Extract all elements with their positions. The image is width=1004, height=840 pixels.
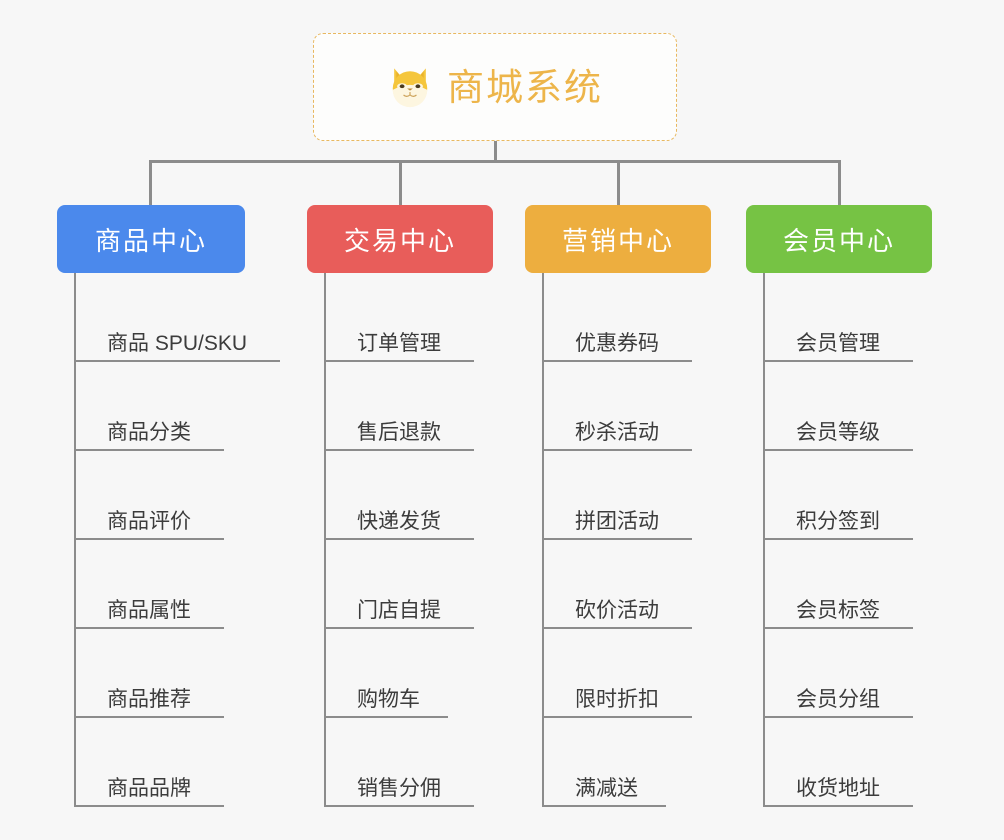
connector-drop-3 [617, 160, 620, 205]
branch-item[interactable]: 快递发货 [324, 451, 474, 540]
connector-drop-2 [399, 160, 402, 205]
branch-item[interactable]: 购物车 [324, 629, 448, 718]
connector-stem [494, 141, 497, 162]
branch-header[interactable]: 营销中心 [525, 205, 711, 273]
branch-items: 优惠券码秒杀活动拼团活动砍价活动限时折扣满减送 [542, 273, 711, 807]
branch-items: 订单管理售后退款快递发货门店自提购物车销售分佣 [324, 273, 493, 807]
branch-item[interactable]: 售后退款 [324, 362, 474, 451]
branch-items: 商品 SPU/SKU 商品分类商品评价商品属性商品推荐商品品牌 [74, 273, 280, 807]
branch-header-label: 交易中心 [343, 225, 456, 256]
connector-bus [149, 160, 841, 163]
branch-item[interactable]: 限时折扣 [542, 629, 692, 718]
branch-header-label: 商品中心 [94, 225, 207, 256]
shiba-dog-icon [392, 68, 428, 108]
branch-item-label: 收货地址 [796, 777, 880, 800]
branch-item-label: 商品分类 [107, 421, 191, 444]
branch-item-label: 优惠券码 [575, 332, 659, 355]
branch-item-label: 限时折扣 [575, 688, 659, 711]
branch-item[interactable]: 会员分组 [763, 629, 913, 718]
branch-item-label: 商品属性 [107, 599, 191, 622]
connector-drop-4 [838, 160, 841, 205]
branch-item-label: 门店自提 [357, 599, 441, 622]
branch-item[interactable]: 秒杀活动 [542, 362, 692, 451]
branch-item[interactable]: 商品 SPU/SKU [74, 273, 280, 362]
branch-column: 商品中心商品 SPU/SKU 商品分类商品评价商品属性商品推荐商品品牌 [57, 205, 280, 807]
branch-trunk-line [324, 273, 326, 807]
branch-item-label: 商品品牌 [107, 777, 191, 800]
connector-drop-1 [149, 160, 152, 205]
branch-item[interactable]: 商品分类 [74, 362, 224, 451]
branch-column: 会员中心会员管理会员等级积分签到会员标签会员分组收货地址 [746, 205, 932, 807]
branch-item-label: 会员分组 [796, 688, 880, 711]
branch-item-label: 积分签到 [796, 510, 880, 533]
branch-trunk-line [74, 273, 76, 807]
branch-trunk-line [542, 273, 544, 807]
branch-item[interactable]: 销售分佣 [324, 718, 474, 807]
branch-item-label: 商品推荐 [107, 688, 191, 711]
branch-item-label: 商品 SPU/SKU [107, 332, 248, 355]
branch-item[interactable]: 门店自提 [324, 540, 474, 629]
branch-item[interactable]: 收货地址 [763, 718, 913, 807]
branch-item-label: 购物车 [357, 688, 420, 711]
branch-item-label: 会员管理 [796, 332, 880, 355]
branch-item[interactable]: 积分签到 [763, 451, 913, 540]
branch-item-label: 拼团活动 [575, 510, 659, 533]
branch-item-label: 销售分佣 [357, 777, 441, 800]
branch-item-label: 砍价活动 [575, 599, 659, 622]
branch-item[interactable]: 商品推荐 [74, 629, 224, 718]
branch-item[interactable]: 满减送 [542, 718, 666, 807]
branch-item[interactable]: 会员等级 [763, 362, 913, 451]
branch-item[interactable]: 会员管理 [763, 273, 913, 362]
branch-header-label: 营销中心 [561, 225, 674, 256]
branch-item[interactable]: 会员标签 [763, 540, 913, 629]
branch-item[interactable]: 订单管理 [324, 273, 474, 362]
branch-item[interactable]: 商品品牌 [74, 718, 224, 807]
branch-header[interactable]: 商品中心 [57, 205, 245, 273]
branch-item-label: 满减送 [575, 777, 638, 800]
branch-item[interactable]: 砍价活动 [542, 540, 692, 629]
root-node[interactable]: 商城系统 [313, 33, 677, 141]
branch-item[interactable]: 优惠券码 [542, 273, 692, 362]
branch-item-label: 快递发货 [357, 510, 441, 533]
root-title: 商城系统 [447, 66, 603, 108]
branch-item-label: 订单管理 [357, 332, 441, 355]
branch-item-label: 商品评价 [107, 510, 191, 533]
branch-item-label: 秒杀活动 [575, 421, 659, 444]
branch-column: 交易中心订单管理售后退款快递发货门店自提购物车销售分佣 [307, 205, 493, 807]
branch-item[interactable]: 商品评价 [74, 451, 224, 540]
branch-item-label: 会员等级 [796, 421, 880, 444]
branch-items: 会员管理会员等级积分签到会员标签会员分组收货地址 [763, 273, 932, 807]
branch-item-label: 售后退款 [357, 421, 441, 444]
branch-item[interactable]: 拼团活动 [542, 451, 692, 540]
branch-header-label: 会员中心 [782, 225, 895, 256]
branch-header[interactable]: 会员中心 [746, 205, 932, 273]
branch-item[interactable]: 商品属性 [74, 540, 224, 629]
branch-column: 营销中心优惠券码秒杀活动拼团活动砍价活动限时折扣满减送 [525, 205, 711, 807]
branch-trunk-line [763, 273, 765, 807]
branch-item-label: 会员标签 [796, 599, 880, 622]
branch-header[interactable]: 交易中心 [307, 205, 493, 273]
